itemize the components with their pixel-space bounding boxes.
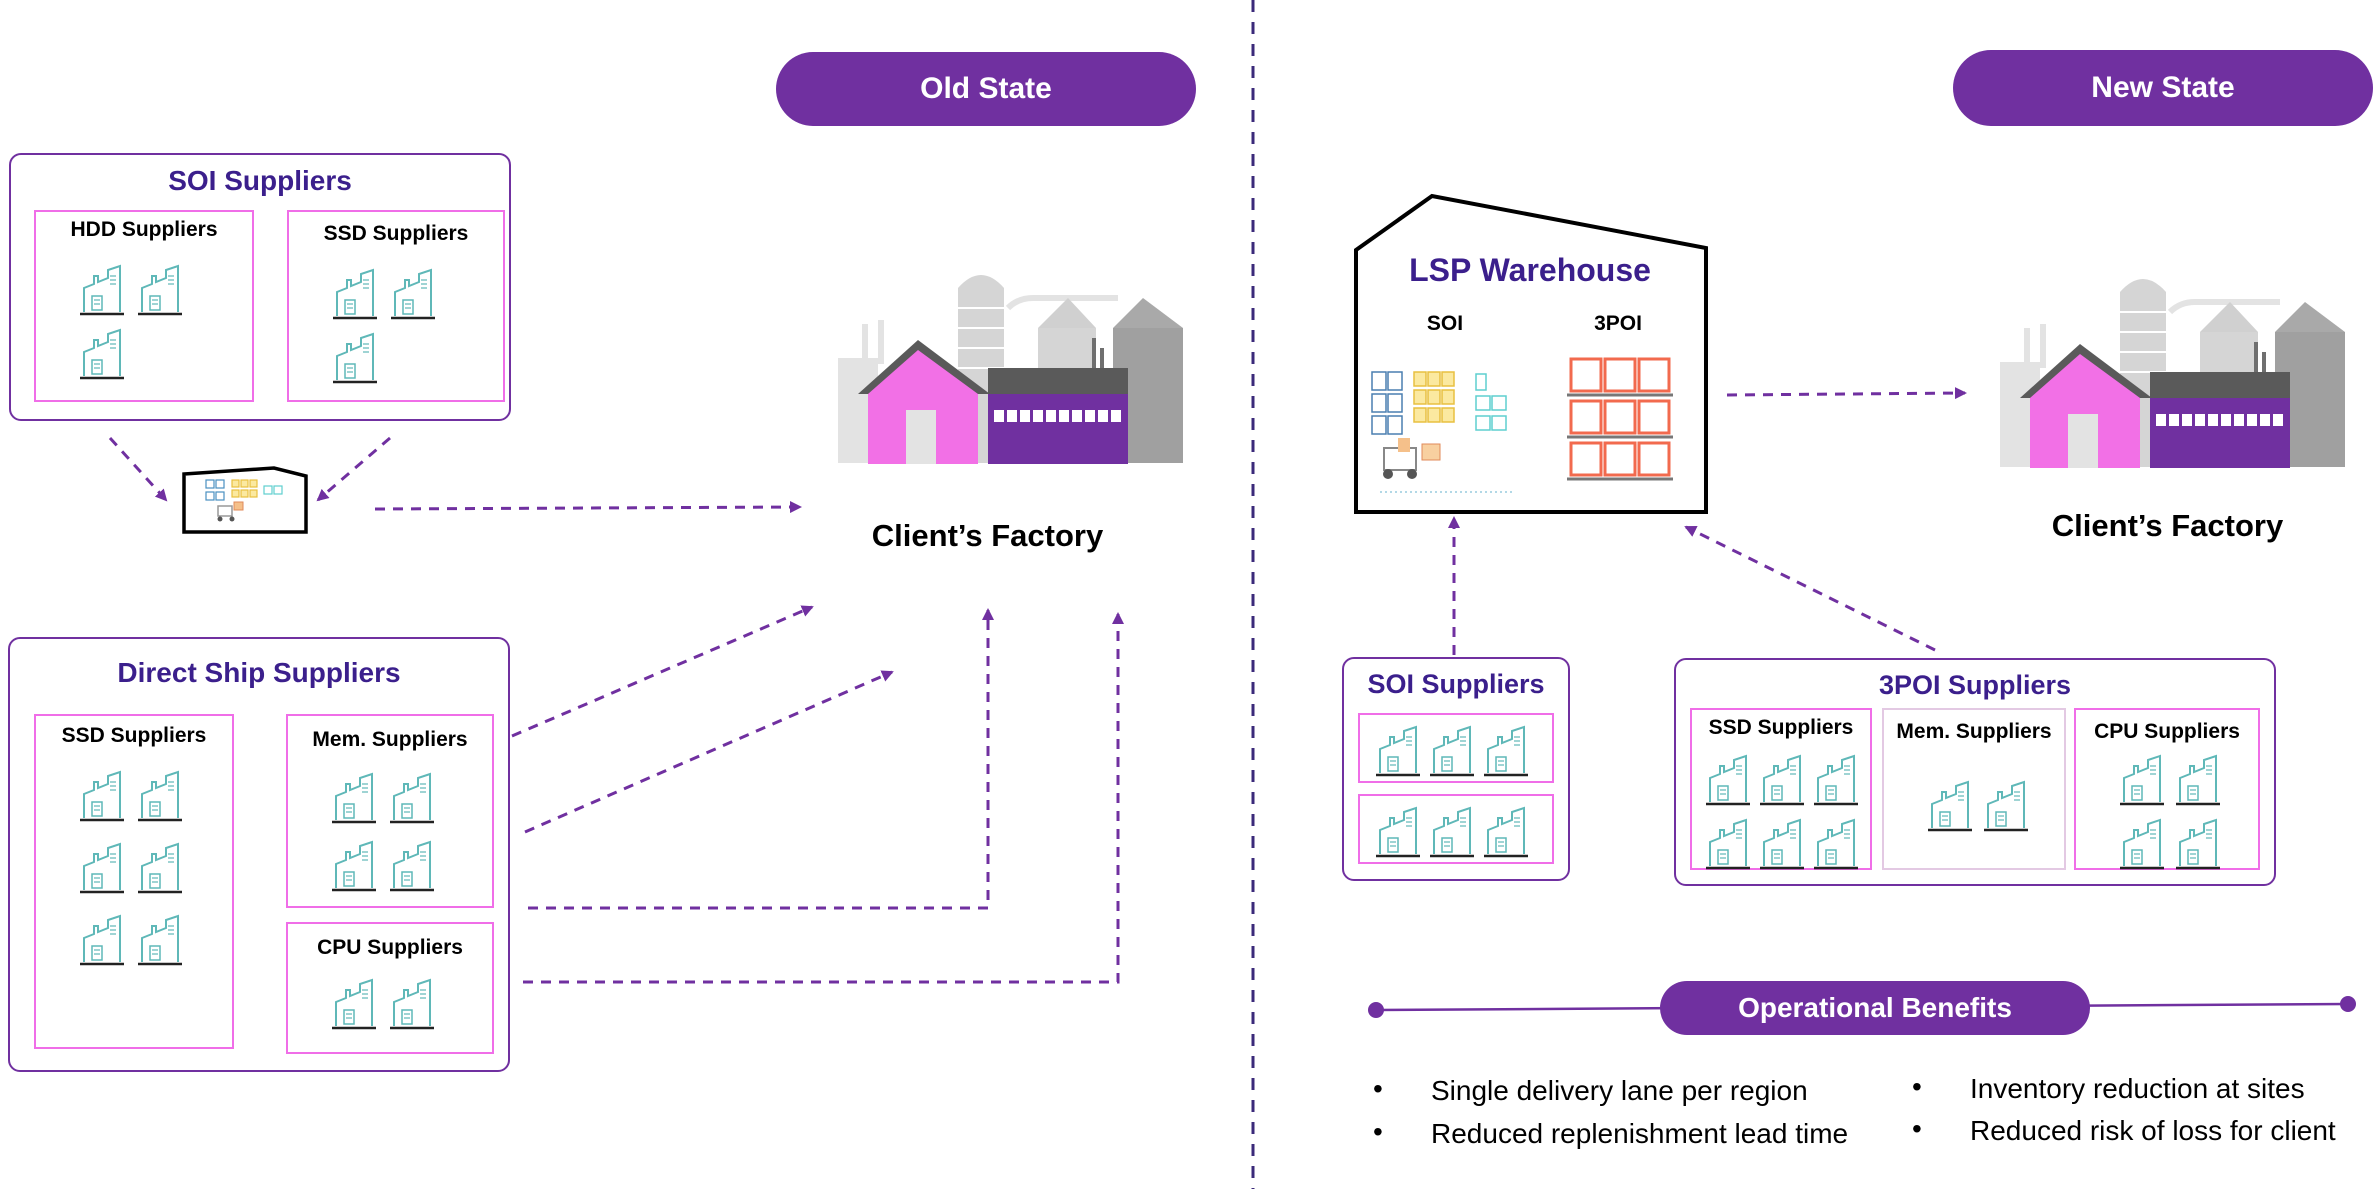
- 3poi-ssd-supplier-icons: [1706, 754, 1858, 872]
- 3poi-mem-suppliers-label: Mem. Suppliers: [1896, 720, 2052, 743]
- supplier-factory-icon: [332, 840, 376, 894]
- factory-drawing-new: [2000, 279, 2345, 468]
- hub-warehouse-icon: [182, 466, 308, 534]
- supplier-factory-icon: [390, 978, 434, 1032]
- direct-ssd-supplier-icons: [80, 770, 182, 968]
- supplier-factory-icon: [391, 268, 435, 322]
- new-soi-suppliers-panel: SOI Suppliers: [1342, 657, 1570, 881]
- supplier-factory-icon: [138, 914, 182, 968]
- 3poi-cpu-suppliers-box: CPU Suppliers: [2074, 708, 2260, 870]
- benefits-line-dot-right: [2340, 996, 2356, 1012]
- old-hdd-suppliers-box: HDD Suppliers: [34, 210, 254, 402]
- supplier-factory-icon: [1484, 725, 1528, 779]
- supplier-factory-icon: [1430, 806, 1474, 860]
- direct-ship-suppliers-panel: Direct Ship Suppliers SSD Suppliers Mem.…: [8, 637, 510, 1072]
- supplier-factory-icon: [1376, 725, 1420, 779]
- supplier-factory-icon: [1760, 754, 1804, 808]
- arrow-direct-to-factory-1: [511, 605, 814, 738]
- supplier-factory-icon: [80, 770, 124, 824]
- supplier-factory-icon: [80, 914, 124, 968]
- direct-mem-suppliers-label: Mem. Suppliers: [312, 728, 468, 751]
- arrow-3poi-to-warehouse: [1684, 525, 1936, 652]
- arrow-warehouse-to-factory: [1726, 387, 1967, 400]
- supplier-factory-icon: [333, 268, 377, 322]
- supplier-factory-icon: [80, 842, 124, 896]
- new-soi-row-2-icons: [1376, 806, 1528, 860]
- supplier-factory-icon: [390, 840, 434, 894]
- soi-racks-icon: [1371, 371, 1515, 493]
- supplier-factory-icon: [1706, 754, 1750, 808]
- direct-mem-supplier-icons: [332, 772, 434, 894]
- 3poi-suppliers-title: 3POI Suppliers: [1878, 670, 2072, 700]
- direct-ssd-suppliers-box: SSD Suppliers: [34, 714, 234, 1049]
- old-state-badge: Old State: [776, 52, 1196, 126]
- supplier-factory-icon: [2176, 818, 2220, 872]
- old-ssd-supplier-icons: [333, 268, 435, 386]
- supplier-factory-icon: [333, 332, 377, 386]
- 3poi-mem-suppliers-box: Mem. Suppliers: [1882, 708, 2066, 870]
- supplier-factory-icon: [1814, 754, 1858, 808]
- new-client-factory-icon: [2000, 279, 2345, 468]
- old-ssd-suppliers-label: SSD Suppliers: [323, 222, 469, 245]
- arrow-hdd-to-hub: [108, 436, 168, 502]
- old-client-factory-label: Client’s Factory: [871, 518, 1104, 553]
- supplier-factory-icon: [390, 772, 434, 826]
- warehouse-soi-label: SOI: [1426, 312, 1464, 335]
- direct-cpu-suppliers-label: CPU Suppliers: [317, 936, 463, 959]
- supplier-factory-icon: [1814, 818, 1858, 872]
- supplier-factory-icon: [1706, 818, 1750, 872]
- new-soi-row-1-icons: [1376, 725, 1528, 779]
- supplier-factory-icon: [332, 978, 376, 1032]
- supplier-factory-icon: [1984, 780, 2028, 834]
- 3poi-cpu-supplier-icons: [2120, 754, 2220, 872]
- supplier-factory-icon: [80, 328, 124, 382]
- 3poi-mem-supplier-icons: [1928, 780, 2028, 834]
- 3poi-racks-icon: [1567, 357, 1673, 481]
- lsp-warehouse-title: LSP Warehouse: [1409, 252, 1651, 288]
- old-soi-suppliers-panel: SOI Suppliers HDD Suppliers SSD Supplier…: [9, 153, 511, 421]
- arrow-hub-to-factory: [374, 501, 802, 514]
- 3poi-suppliers-panel: 3POI Suppliers SSD Suppliers Mem. Suppli…: [1674, 658, 2276, 886]
- supplier-factory-icon: [1484, 806, 1528, 860]
- arrow-ssd-to-hub: [316, 436, 391, 502]
- new-soi-row-1: [1358, 713, 1554, 783]
- 3poi-cpu-suppliers-label: CPU Suppliers: [2094, 720, 2240, 743]
- direct-ship-suppliers-title: Direct Ship Suppliers: [117, 657, 401, 688]
- factory-drawing: [838, 275, 1183, 464]
- arrow-direct-to-factory-2: [524, 670, 894, 834]
- new-soi-row-2: [1358, 794, 1554, 864]
- supplier-factory-icon: [138, 264, 182, 318]
- old-ssd-suppliers-box: SSD Suppliers: [287, 210, 505, 402]
- new-state-badge: New State: [1953, 50, 2373, 126]
- benefits-line-dot-left: [1368, 1002, 1384, 1018]
- supplier-factory-icon: [2176, 754, 2220, 808]
- old-hdd-suppliers-label: HDD Suppliers: [70, 218, 218, 241]
- new-client-factory-label: Client’s Factory: [2051, 508, 2284, 543]
- supplier-factory-icon: [1376, 806, 1420, 860]
- supplier-factory-icon: [80, 264, 124, 318]
- arrow-cpu-to-factory: [523, 612, 1124, 984]
- 3poi-ssd-suppliers-box: SSD Suppliers: [1690, 708, 1872, 870]
- old-client-factory-icon: [838, 275, 1183, 464]
- supplier-factory-icon: [1760, 818, 1804, 872]
- 3poi-ssd-suppliers-label: SSD Suppliers: [1708, 716, 1854, 739]
- arrow-direct-to-factory-3: [528, 608, 994, 910]
- supplier-factory-icon: [1928, 780, 1972, 834]
- supplier-factory-icon: [138, 842, 182, 896]
- supplier-factory-icon: [332, 772, 376, 826]
- direct-cpu-suppliers-box: CPU Suppliers: [286, 922, 494, 1054]
- direct-ssd-suppliers-label: SSD Suppliers: [61, 724, 207, 747]
- old-hdd-supplier-icons: [80, 264, 182, 382]
- supplier-factory-icon: [2120, 754, 2164, 808]
- direct-cpu-supplier-icons: [332, 978, 434, 1032]
- supplier-factory-icon: [138, 770, 182, 824]
- supplier-factory-icon: [2120, 818, 2164, 872]
- old-soi-suppliers-title: SOI Suppliers: [168, 165, 352, 196]
- direct-mem-suppliers-box: Mem. Suppliers: [286, 714, 494, 908]
- operational-benefits-badge: Operational Benefits: [1660, 981, 2090, 1035]
- warehouse-3poi-label: 3POI: [1594, 312, 1642, 335]
- new-soi-suppliers-title: SOI Suppliers: [1367, 669, 1545, 699]
- supplier-factory-icon: [1430, 725, 1474, 779]
